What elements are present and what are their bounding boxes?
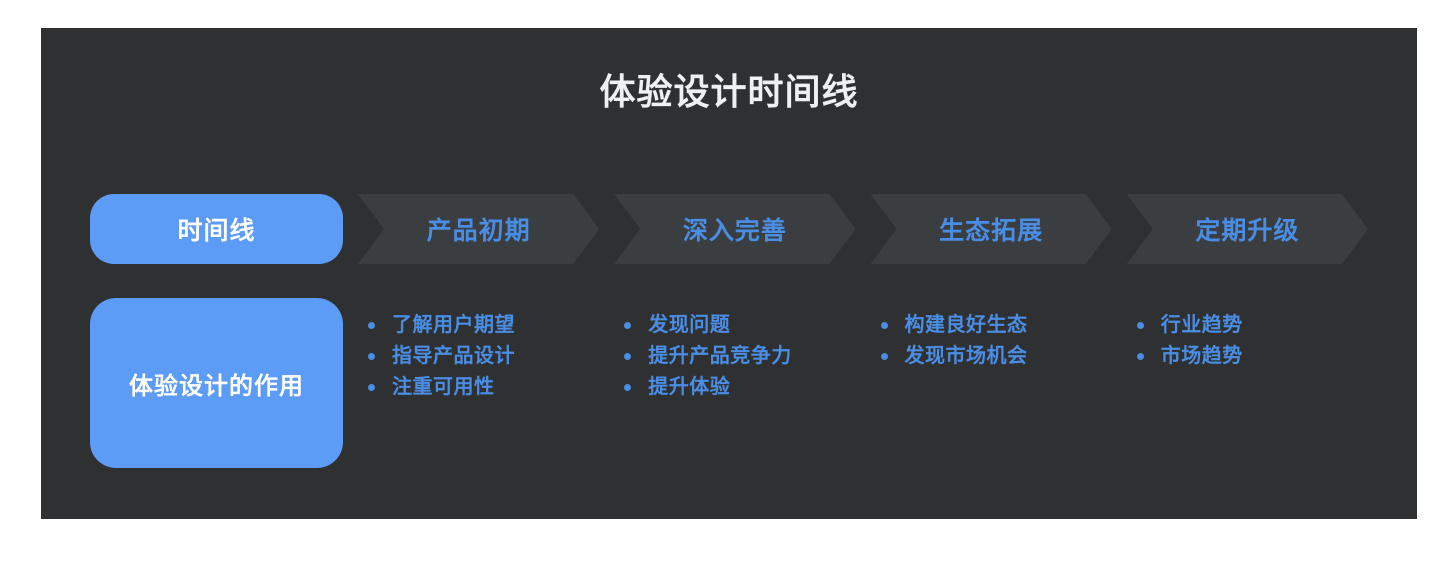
bullet-dot-icon xyxy=(880,322,888,329)
stage-chevron-product-initial: 产品初期 xyxy=(358,194,599,264)
bullet-text: 发现问题 xyxy=(648,314,731,336)
bullet-dot-icon xyxy=(368,322,375,329)
bullet-dot-icon xyxy=(624,322,632,329)
bullet-text: 注重可用性 xyxy=(392,376,495,398)
stage-bullets-deep-improve: 发现问题 提升产品竞争力 提升体验 xyxy=(614,298,855,468)
stage-label: 产品初期 xyxy=(426,217,531,245)
bullet-text: 市场趋势 xyxy=(1160,345,1243,367)
page-title: 体验设计时间线 xyxy=(599,71,859,112)
bullet-item: 行业趋势 xyxy=(1136,310,1368,341)
stage-bullets-product-initial: 了解用户期望 指导产品设计 注重可用性 xyxy=(358,298,599,468)
bullet-text: 构建良好生态 xyxy=(904,314,1028,336)
bullet-text: 提升体验 xyxy=(648,376,731,398)
bullet-item: 了解用户期望 xyxy=(368,310,599,341)
bullet-item: 发现市场机会 xyxy=(880,341,1112,372)
timeline-stage-row: 时间线 产品初期 深入完善 生态拓展 定期升级 xyxy=(41,194,1417,264)
bullet-text: 发现市场机会 xyxy=(904,345,1028,367)
stage-label: 定期升级 xyxy=(1195,217,1300,245)
bullet-dot-icon xyxy=(880,353,888,360)
bullet-item: 提升产品竞争力 xyxy=(624,341,855,372)
stage-label: 深入完善 xyxy=(682,217,787,245)
timeline-panel: 体验设计时间线 时间线 产品初期 深入完善 生态拓展 定期升级 体验设计的作用 … xyxy=(41,28,1417,519)
bullet-dot-icon xyxy=(368,384,375,391)
bullet-item: 市场趋势 xyxy=(1136,341,1368,372)
role-box: 体验设计的作用 xyxy=(90,298,343,468)
stage-chevron-ecosystem-expand: 生态拓展 xyxy=(871,194,1112,264)
bullet-dot-icon xyxy=(368,353,375,360)
bullet-dot-icon xyxy=(624,353,632,360)
timeline-content-row: 体验设计的作用 了解用户期望 指导产品设计 注重可用性 发现问题 提升产品竞争力… xyxy=(41,298,1417,468)
bullet-text: 指导产品设计 xyxy=(392,345,515,367)
bullet-item: 构建良好生态 xyxy=(880,310,1112,341)
bullet-text: 提升产品竞争力 xyxy=(648,345,792,367)
bullet-text: 行业趋势 xyxy=(1160,314,1243,336)
stage-chevron-deep-improve: 深入完善 xyxy=(614,194,855,264)
bullet-item: 注重可用性 xyxy=(368,372,599,403)
timeline-origin-label: 时间线 xyxy=(177,217,256,245)
stage-chevron-periodic-upgrade: 定期升级 xyxy=(1127,194,1368,264)
bullet-dot-icon xyxy=(1136,322,1144,329)
bullet-text: 了解用户期望 xyxy=(392,314,515,336)
bullet-dot-icon xyxy=(1136,353,1144,360)
stage-bullets-periodic-upgrade: 行业趋势 市场趋势 xyxy=(1127,298,1368,468)
bullet-item: 提升体验 xyxy=(624,372,855,403)
bullet-item: 指导产品设计 xyxy=(368,341,599,372)
bullet-dot-icon xyxy=(624,384,632,391)
stage-label: 生态拓展 xyxy=(939,217,1044,245)
bullet-item: 发现问题 xyxy=(624,310,855,341)
stage-bullets-ecosystem-expand: 构建良好生态 发现市场机会 xyxy=(871,298,1112,468)
timeline-origin-pill: 时间线 xyxy=(90,194,343,264)
role-box-label: 体验设计的作用 xyxy=(129,372,304,400)
